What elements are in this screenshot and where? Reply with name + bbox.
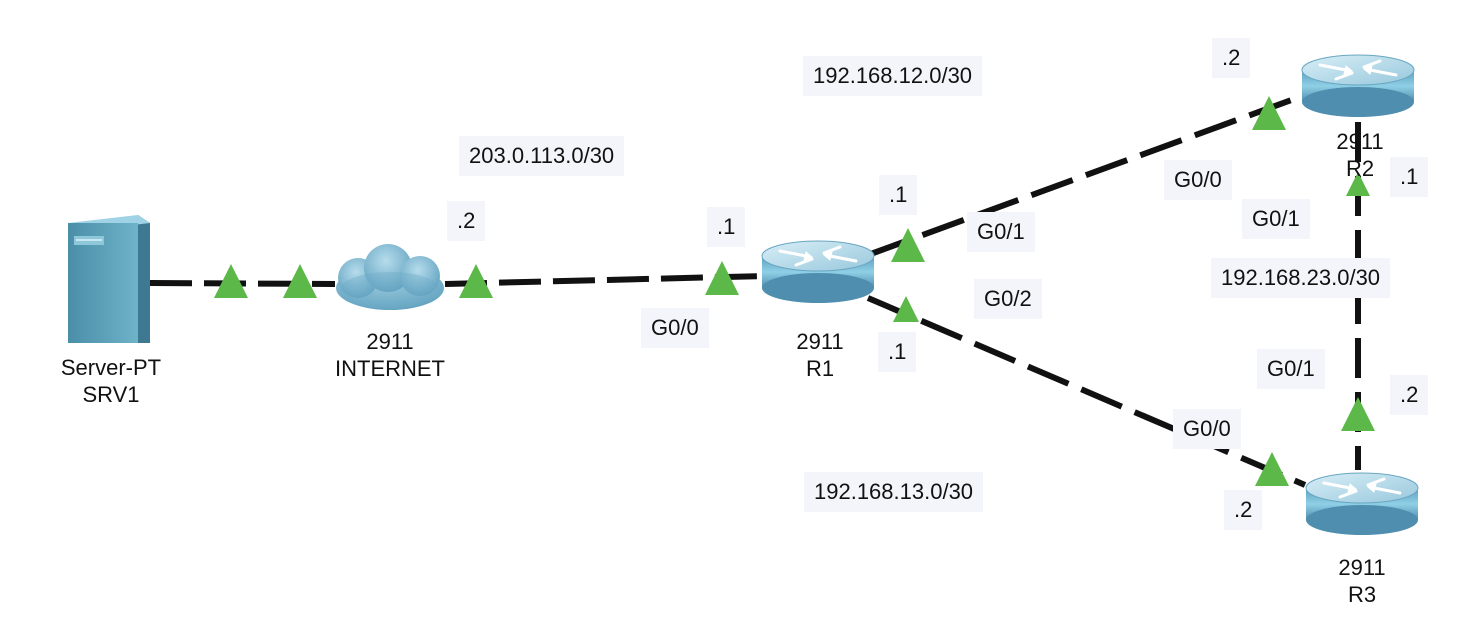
- link-up-icon: [1341, 397, 1375, 431]
- network-label: 192.168.23.0/30: [1211, 258, 1391, 298]
- device-name: R1: [805, 356, 835, 381]
- link-up-icon: [1346, 172, 1370, 196]
- interface-label: G0/0: [641, 308, 709, 348]
- device-internet-caption: 2911 INTERNET: [335, 328, 445, 382]
- host-address-label: .2: [1224, 490, 1263, 530]
- link-up-icon: [1255, 452, 1289, 486]
- interface-label: G0/2: [974, 279, 1042, 319]
- device-name: INTERNET: [335, 356, 445, 381]
- link-up-icon: [214, 264, 248, 298]
- server-icon[interactable]: [68, 215, 150, 343]
- router-r2-icon[interactable]: [1300, 53, 1416, 119]
- host-address-label: .1: [879, 175, 918, 215]
- interface-label: G0/1: [1242, 199, 1310, 239]
- router-r1-icon[interactable]: [760, 239, 876, 305]
- link-up-icon: [705, 261, 739, 295]
- network-label: 192.168.12.0/30: [803, 56, 983, 96]
- link-up-icon: [459, 264, 493, 298]
- link-status-markers: [214, 96, 1375, 486]
- interface-label: G0/0: [1173, 409, 1241, 449]
- interface-label: G0/0: [1164, 160, 1232, 200]
- link-up-icon: [1252, 96, 1286, 130]
- device-model: 2911: [796, 329, 844, 354]
- device-srv1-caption: Server-PT SRV1: [61, 354, 161, 408]
- interface-label: G0/1: [967, 212, 1035, 252]
- device-name: SRV1: [82, 382, 140, 407]
- host-address-label: .1: [878, 332, 917, 372]
- device-r3-caption: 2911 R3: [1338, 554, 1385, 608]
- device-r2-caption: 2911 R2: [1336, 128, 1383, 182]
- device-model: 2911: [1338, 555, 1386, 580]
- device-model: 2911: [1336, 129, 1384, 154]
- network-label: 203.0.113.0/30: [459, 136, 625, 176]
- link-r1-r2[interactable]: [866, 92, 1307, 258]
- device-name: R2: [1345, 156, 1375, 181]
- host-address-label: .2: [1390, 375, 1429, 415]
- link-up-icon: [283, 264, 317, 298]
- host-address-label: .2: [447, 201, 486, 241]
- device-model: 2911: [366, 329, 414, 354]
- link-srv1-internet[interactable]: [149, 280, 336, 287]
- device-name: R3: [1347, 582, 1377, 607]
- link-up-icon: [891, 228, 925, 262]
- link-up-icon: [893, 296, 919, 322]
- host-address-label: .1: [707, 207, 746, 247]
- host-address-label: .2: [1212, 38, 1251, 78]
- link-r1-r3[interactable]: [866, 295, 1307, 488]
- router-r3-icon[interactable]: [1304, 471, 1420, 537]
- host-address-label: .1: [1390, 157, 1429, 197]
- interface-label: G0/1: [1257, 349, 1325, 389]
- network-label: 192.168.13.0/30: [804, 472, 984, 512]
- cloud-icon[interactable]: [336, 244, 444, 310]
- device-model: Server-PT: [60, 355, 162, 380]
- device-r1-caption: 2911 R1: [796, 328, 843, 382]
